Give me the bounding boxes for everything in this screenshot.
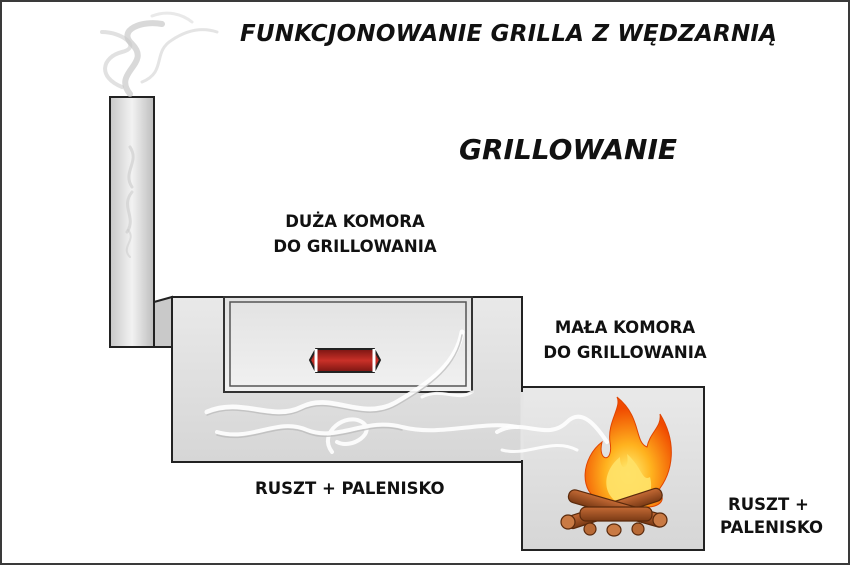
chamber-smoke bbox=[204, 329, 519, 454]
large-chamber-label-line2: DO GRILLOWANIA bbox=[273, 237, 437, 256]
fire-icon bbox=[584, 396, 672, 508]
logs-icon bbox=[560, 487, 668, 537]
inner-compartment-lining bbox=[229, 301, 467, 387]
chimney bbox=[109, 96, 155, 348]
chimney-elbow bbox=[153, 295, 173, 348]
page-title: FUNKCJONOWANIE GRILLA Z WĘDZARNIĄ bbox=[240, 21, 778, 47]
large-chamber-label: DUŻA KOMORA DO GRILLOWANIA bbox=[260, 209, 450, 259]
mode-title: GRILLOWANIE bbox=[459, 133, 677, 166]
smoke-icon bbox=[100, 11, 219, 258]
firebox-grate-label-line1: RUSZT + bbox=[728, 495, 809, 514]
food-grill-icon bbox=[308, 348, 382, 373]
firebox-grate-label-line2: PALENISKO bbox=[720, 518, 824, 537]
inner-compartment bbox=[223, 296, 473, 393]
large-chamber-label-line1: DUŻA KOMORA bbox=[285, 212, 425, 231]
small-chamber-label-line2: DO GRILLOWANIA bbox=[543, 343, 707, 362]
small-chamber-label-line1: MAŁA KOMORA bbox=[554, 318, 696, 337]
fire-smoke bbox=[495, 414, 609, 453]
firebox-grate-label: RUSZT + PALENISKO bbox=[720, 493, 823, 539]
small-chamber-label: MAŁA KOMORA DO GRILLOWANIA bbox=[530, 315, 720, 365]
main-grate-label: RUSZT + PALENISKO bbox=[255, 479, 445, 498]
